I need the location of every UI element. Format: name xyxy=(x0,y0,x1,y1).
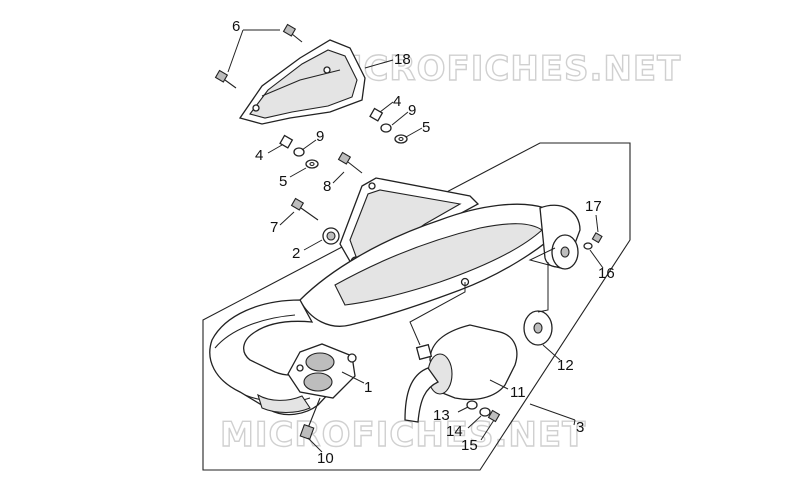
callout-3: 3 xyxy=(576,419,584,436)
heat-shield xyxy=(238,39,366,125)
callout-8: 8 xyxy=(323,178,331,195)
bolt-6-upper xyxy=(282,23,303,43)
callout-2: 2 xyxy=(292,245,300,262)
callout-9-lower: 9 xyxy=(316,128,324,145)
assembly-guide-lines xyxy=(409,247,561,346)
bolt-15 xyxy=(487,409,501,423)
cap-16 xyxy=(551,234,593,270)
callout-16: 16 xyxy=(598,265,615,282)
callout-15: 15 xyxy=(461,437,478,454)
callout-7: 7 xyxy=(270,219,278,236)
bolt-7 xyxy=(290,197,319,221)
watermark-bottom: MICROFICHES.NET xyxy=(220,415,586,455)
callout-4-lower: 4 xyxy=(255,147,263,164)
bolt-8 xyxy=(337,151,363,174)
callout-5-lower: 5 xyxy=(279,173,287,190)
callout-11: 11 xyxy=(510,384,526,401)
silencer-11 xyxy=(404,324,518,423)
callout-14: 14 xyxy=(446,423,463,440)
callout-1: 1 xyxy=(364,379,372,396)
endcap-12 xyxy=(523,310,553,346)
washer-14 xyxy=(479,407,491,417)
washer-5-lower xyxy=(305,159,319,169)
assembly-outline xyxy=(202,142,631,471)
callout-9-upper: 9 xyxy=(408,102,416,119)
spacer-4-lower xyxy=(279,134,294,149)
callout-10: 10 xyxy=(317,450,334,467)
callout-5-upper: 5 xyxy=(422,119,430,136)
washer-9-lower xyxy=(293,147,305,157)
leader-lines xyxy=(227,29,604,453)
callout-17: 17 xyxy=(585,198,602,215)
exhaust-chamber xyxy=(299,203,581,327)
spacer-4-upper xyxy=(369,107,384,122)
callout-12: 12 xyxy=(557,357,574,374)
washer-13 xyxy=(466,400,478,410)
bolt-10 xyxy=(299,397,321,441)
callout-13: 13 xyxy=(433,407,450,424)
flange-gasket-1 xyxy=(287,343,357,399)
watermark-top: MICROFICHES.NET xyxy=(315,49,681,89)
washer-9-upper xyxy=(380,123,392,133)
callout-6: 6 xyxy=(232,18,240,35)
washer-5-upper xyxy=(394,134,408,144)
screw-17 xyxy=(591,232,603,244)
callout-4-upper: 4 xyxy=(393,93,401,110)
bushing-2 xyxy=(322,227,340,245)
callout-18: 18 xyxy=(394,51,411,68)
bolt-6-lower xyxy=(214,69,237,89)
